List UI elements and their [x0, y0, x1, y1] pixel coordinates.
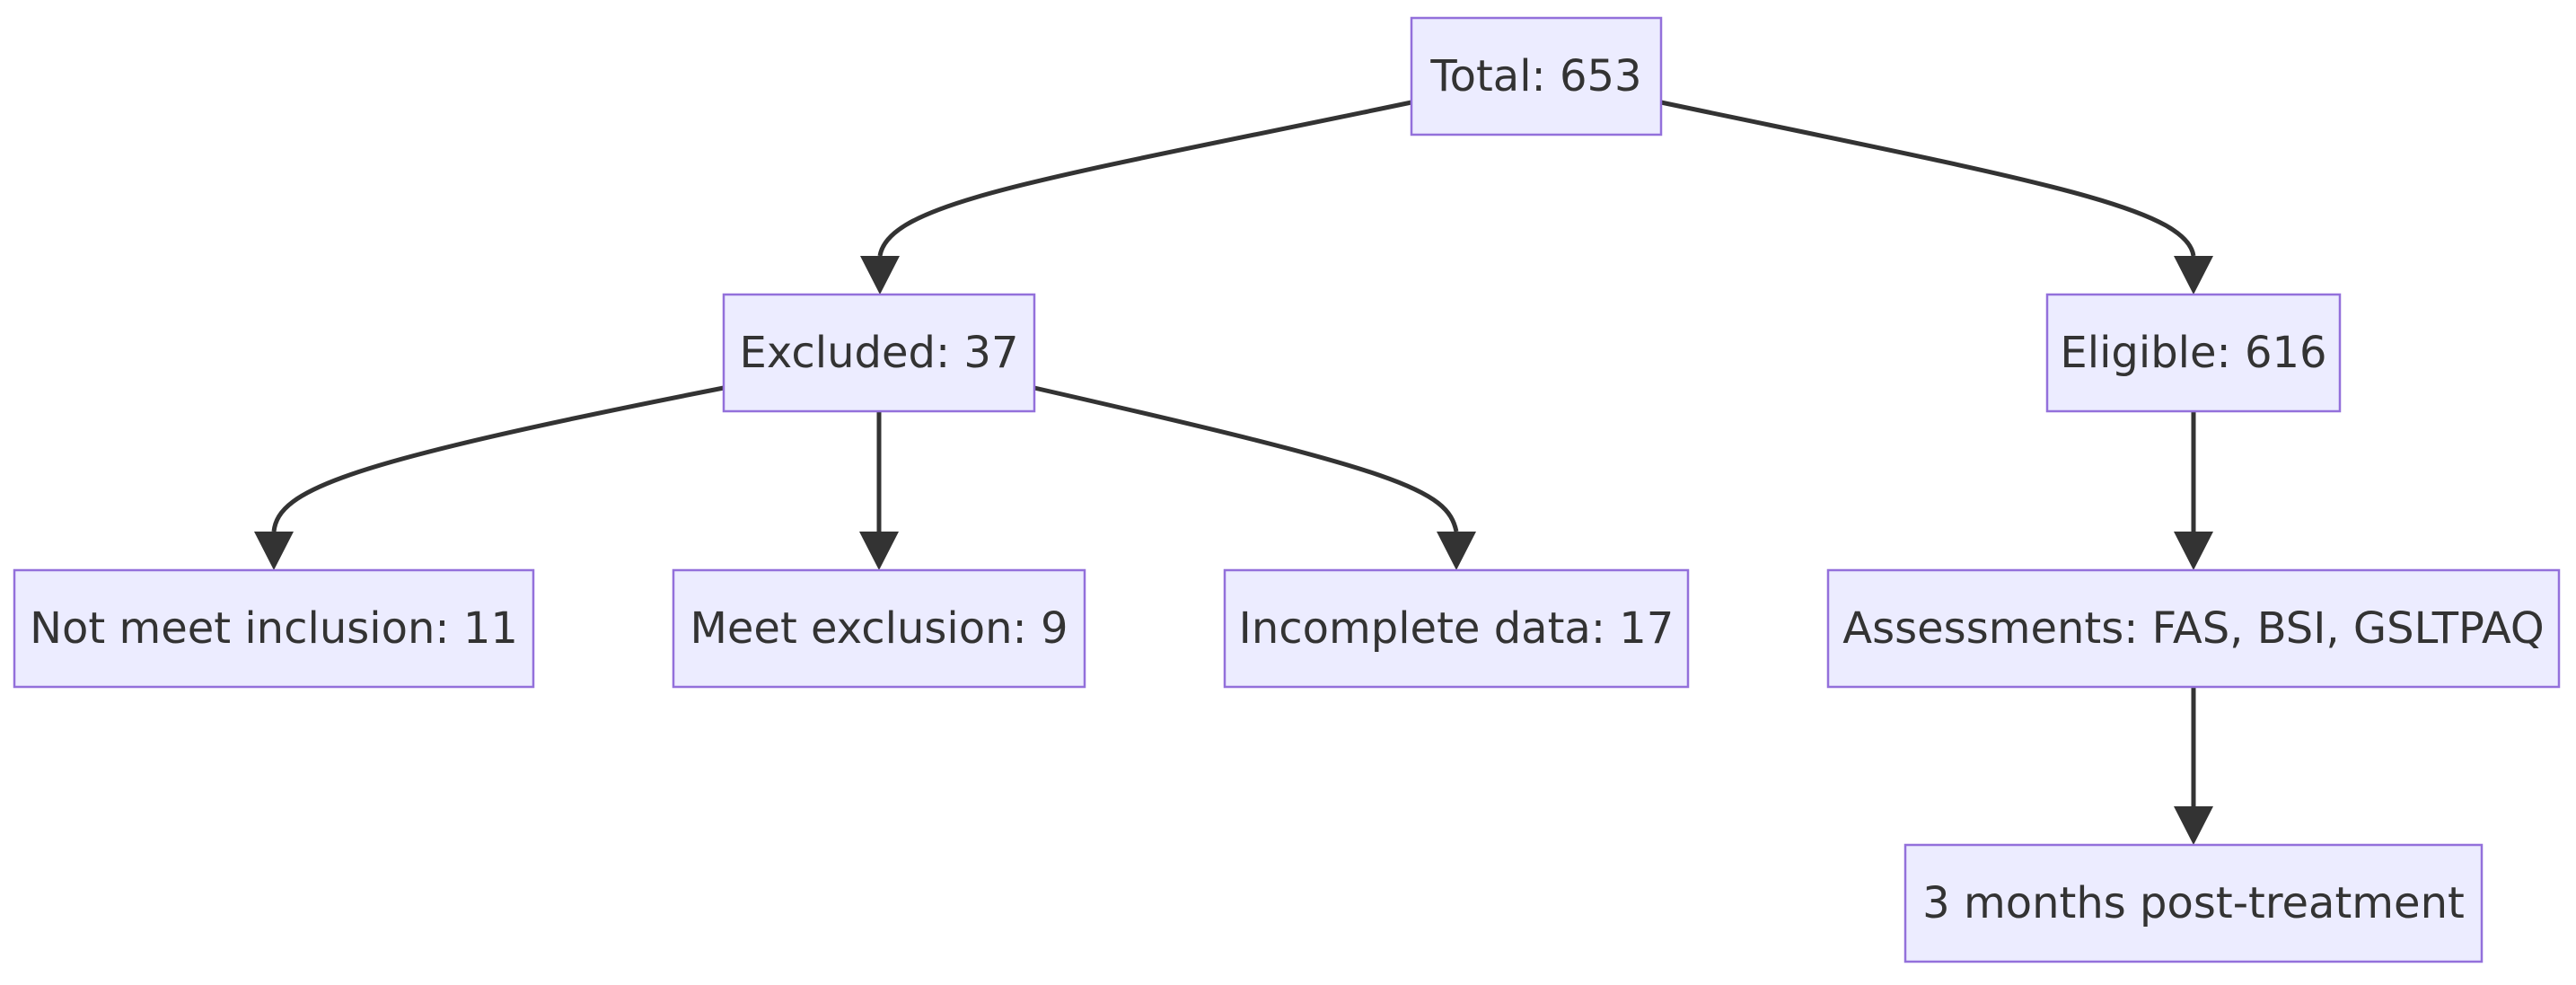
node-post-treatment: 3 months post-treatment: [1903, 843, 2484, 963]
arrow-head-assessments: [2174, 532, 2213, 570]
node-not-meet-inclusion: Not meet inclusion: 11: [13, 568, 535, 689]
node-incomplete-data-label: Incomplete data: 17: [1239, 603, 1675, 654]
edge-total-to-eligible: [1660, 100, 2196, 257]
arrow-head-post-treatment: [2174, 806, 2213, 845]
node-assessments: Assessments: FAS, BSI, GSLTPAQ: [1826, 568, 2561, 689]
node-not-meet-inclusion-box: [13, 568, 535, 689]
node-total-label: Total: 653: [1429, 51, 1641, 101]
node-assessments-box: [1826, 568, 2561, 689]
node-meet-exclusion-label: Meet exclusion: 9: [690, 603, 1068, 654]
node-incomplete-data: Incomplete data: 17: [1223, 568, 1690, 689]
node-post-treatment-box: [1903, 843, 2484, 963]
edge-total-to-excluded: [877, 100, 1412, 257]
node-eligible: Eligible: 616: [2045, 293, 2342, 413]
arrow-head-meet-exclusion: [859, 532, 899, 570]
edge-excluded-to-not-meet-inclusion: [271, 385, 725, 532]
node-eligible-box: [2045, 293, 2342, 413]
edge-excluded-to-incomplete-data: [1033, 385, 1459, 532]
node-excluded-box: [722, 293, 1036, 413]
node-total-box: [1410, 16, 1663, 136]
node-excluded: Excluded: 37: [722, 293, 1036, 413]
node-total: Total: 653: [1410, 16, 1663, 136]
edges: [254, 100, 2213, 845]
node-not-meet-inclusion-label: Not meet inclusion: 11: [30, 603, 518, 654]
node-incomplete-data-box: [1223, 568, 1690, 689]
node-eligible-label: Eligible: 616: [2060, 328, 2326, 378]
node-excluded-label: Excluded: 37: [739, 328, 1018, 378]
node-post-treatment-label: 3 months post-treatment: [1922, 878, 2465, 928]
arrow-head-incomplete-data: [1437, 532, 1476, 570]
node-meet-exclusion: Meet exclusion: 9: [672, 568, 1086, 689]
arrow-head-eligible: [2174, 256, 2213, 295]
node-assessments-label: Assessments: FAS, BSI, GSLTPAQ: [1842, 603, 2544, 654]
arrow-head-excluded: [860, 256, 900, 295]
node-meet-exclusion-box: [672, 568, 1086, 689]
arrow-head-not-meet-inclusion: [254, 532, 294, 570]
